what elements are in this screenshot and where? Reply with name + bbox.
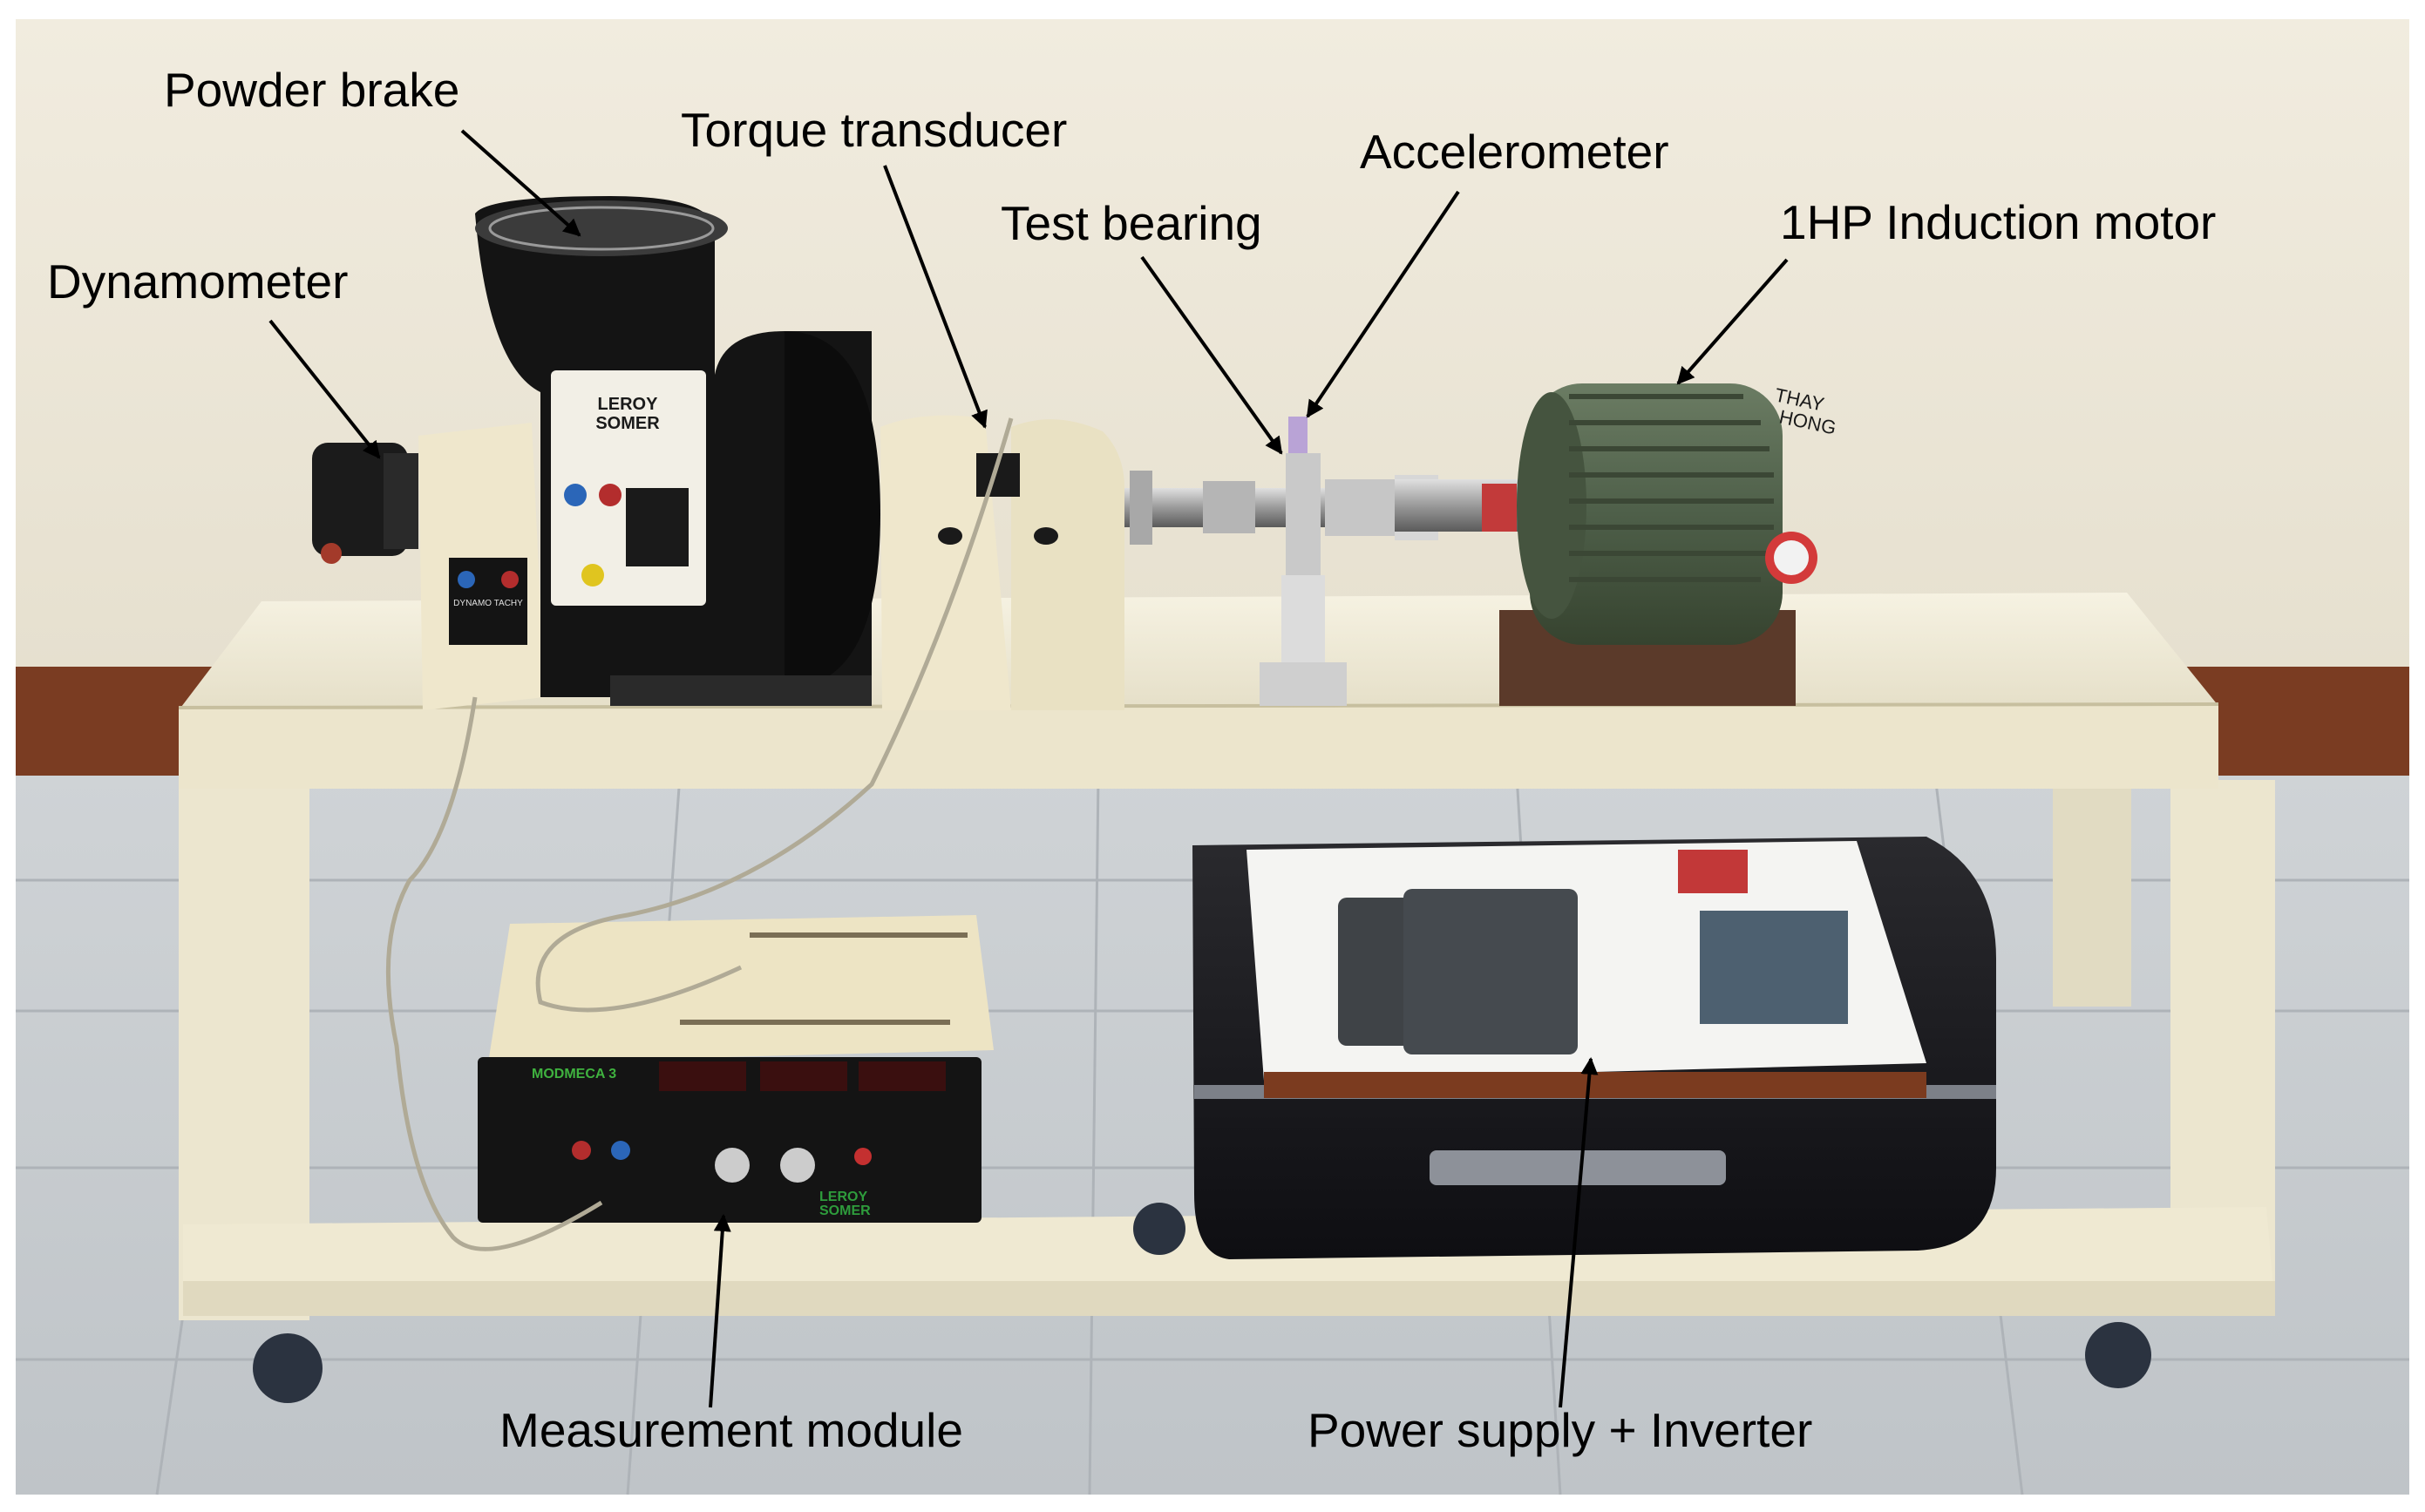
module-brand-line1: LEROY (819, 1190, 867, 1204)
module-model: MODMECA 3 (532, 1067, 616, 1081)
wall (16, 19, 2409, 668)
label-accelerometer: Accelerometer (1360, 125, 1669, 179)
induction-motor: THAY HONG (1499, 383, 1838, 706)
arrow-induction-motor (1676, 258, 1789, 385)
powder-brake: LEROY SOMER (475, 196, 880, 706)
measurement-module: MODMECA 3 LEROY SOMER (478, 915, 994, 1223)
dynamometer: DYNAMO TACHY (312, 423, 545, 710)
label-dynamometer: Dynamometer (47, 254, 349, 309)
label-torque-transducer: Torque transducer (681, 103, 1068, 157)
dynamo-tag: DYNAMO TACHY (453, 599, 523, 608)
arrow-powder-brake (460, 129, 581, 237)
label-test-bearing: Test bearing (1001, 196, 1262, 250)
arrow-torque-transducer (883, 165, 988, 429)
arrow-accelerometer (1306, 190, 1460, 418)
label-powder-brake: Powder brake (164, 63, 460, 117)
arrow-power-supply (1559, 1057, 1599, 1408)
power-supply-inverter (1192, 837, 1996, 1259)
cables (385, 417, 1014, 1251)
arrow-measurement-module (709, 1214, 731, 1408)
label-measurement-module: Measurement module (499, 1403, 963, 1457)
shaft-assembly (1124, 471, 1534, 545)
test-bearing-support (1260, 417, 1347, 706)
label-induction-motor: 1HP Induction motor (1780, 195, 2217, 249)
brake-brand-line1: LEROY (598, 395, 659, 414)
label-power-supply-inverter: Power supply + Inverter (1308, 1403, 1813, 1457)
arrow-test-bearing (1140, 255, 1283, 455)
arrow-dynamometer (268, 319, 381, 459)
brake-brand-line2: SOMER (595, 414, 660, 433)
module-brand-line2: SOMER (819, 1203, 871, 1218)
annotation-arrows (268, 129, 1789, 1408)
